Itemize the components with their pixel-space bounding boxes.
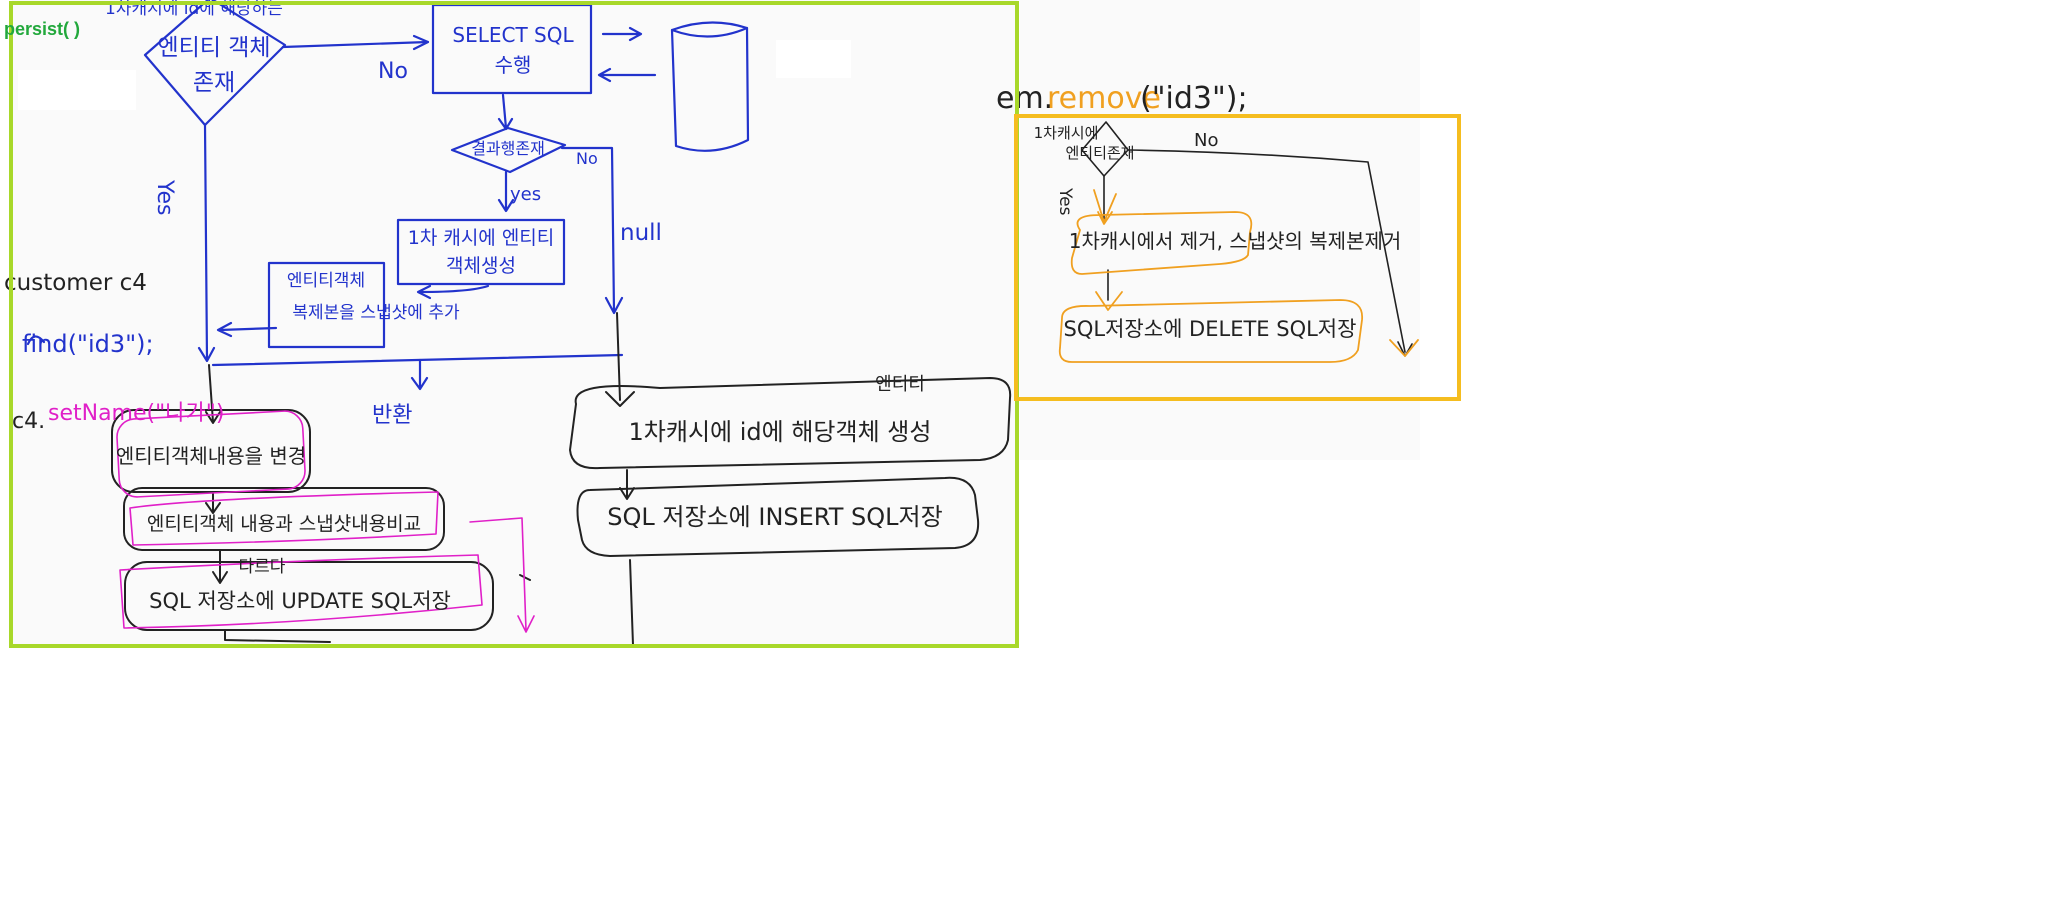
arrow-yes-down <box>197 123 216 363</box>
code-remove: remove <box>1047 81 1161 116</box>
label-diff: 다르다 <box>239 557 286 577</box>
label-entity: 엔티티 <box>875 374 925 395</box>
label-yes-result: yes <box>510 184 541 205</box>
find-scribble <box>26 335 46 346</box>
create-line-1: 1차 캐시에 엔티티 <box>408 227 555 249</box>
change-step-box <box>111 409 311 493</box>
arrow-create-to-snapshot <box>416 284 490 300</box>
label-no-main: No <box>378 59 408 84</box>
label-return: 반환 <box>372 403 412 428</box>
return-line <box>211 353 624 367</box>
right-panel-bg <box>1020 0 1420 460</box>
remove-frame <box>1014 114 1461 401</box>
arrow-no-to-select <box>281 40 430 49</box>
arrow-to-compare <box>205 491 221 514</box>
arrow-snapshot-to-find <box>216 321 278 338</box>
tick-mark <box>519 574 531 581</box>
insert-step-box <box>576 476 980 557</box>
arrow-to-insert <box>619 469 635 500</box>
compare-step-highlight <box>129 491 439 546</box>
page-title: persist( ) <box>4 19 80 39</box>
arrow-return <box>410 358 429 391</box>
select-line-2: 수행 <box>495 53 532 77</box>
update-step-highlight <box>119 554 483 629</box>
arrow-to-update <box>212 549 228 584</box>
cache-check-line-2: 존재 <box>193 70 235 96</box>
arrow-from-db <box>597 67 657 83</box>
code-setname: setName("나가") <box>48 401 224 426</box>
delete-step-label: SQL저장소에 DELETE SQL저장 <box>1064 317 1357 341</box>
insert-step-label: SQL 저장소에 INSERT SQL저장 <box>607 503 942 531</box>
result-check-label: 결과행존재 <box>471 139 545 158</box>
delete-step-box <box>1058 299 1363 363</box>
label-yes-main: Yes <box>152 179 177 216</box>
compare-step-box <box>123 487 445 551</box>
remove-check-line-1: 1차캐시에 <box>1034 124 1099 142</box>
label-no-result: No <box>576 149 598 168</box>
database-top <box>670 26 749 38</box>
code-setname-prefix: c4. <box>12 409 45 434</box>
arrow-to-delete-highlight <box>1095 291 1123 311</box>
blank-patch <box>18 70 136 110</box>
label-null: null <box>620 220 662 246</box>
remove-check-line-2: 엔티티존재 <box>1065 144 1134 162</box>
left-panel-bg <box>12 0 1017 645</box>
change-step-highlight <box>116 410 306 498</box>
arrow-yes-to-create <box>497 170 515 213</box>
arrow-no-remove-highlight <box>1389 339 1419 357</box>
create-entity-box <box>569 377 1012 470</box>
code-remove-prefix: em. <box>996 81 1053 116</box>
remove-label-yes: Yes <box>1055 187 1075 216</box>
arrow-same-branch <box>469 517 535 633</box>
create-line-2: 객체생성 <box>446 255 516 277</box>
snapshot-line-2: 복제본을 스냅샷에 추가 <box>292 303 460 323</box>
create-box <box>396 218 566 286</box>
update-step-box <box>124 561 494 631</box>
select-line-1: SELECT SQL <box>452 23 574 47</box>
arrow-no-to-null <box>560 146 624 315</box>
remove-step-box <box>1070 211 1253 275</box>
snapshot-box <box>267 261 386 349</box>
result-check-diamond <box>450 126 567 174</box>
remove-label-no: No <box>1194 130 1218 151</box>
arrow-yes-remove-highlight <box>1093 189 1117 225</box>
remove-step-label: 1차캐시에서 제거, 스냅샷의 복제본제거 <box>1069 229 1402 253</box>
blank-patch <box>776 40 851 78</box>
database-cylinder <box>670 21 750 152</box>
cache-check-line-1: 엔티티 객체 <box>157 35 270 61</box>
code-remove-args: ("id3"); <box>1140 81 1248 116</box>
code-find: find("id3"); <box>22 330 154 358</box>
update-tail <box>224 629 331 643</box>
insert-tail <box>629 559 634 646</box>
arrowhead <box>412 34 430 51</box>
create-entity-label: 1차캐시에 id에 해당객체 생성 <box>629 418 932 446</box>
compare-step-label: 엔티티객체 내용과 스냅샷내용비교 <box>147 513 421 535</box>
update-step-label: SQL 저장소에 UPDATE SQL저장 <box>149 589 451 613</box>
snapshot-line-1: 엔티티객체 <box>287 271 365 291</box>
arrow-to-db <box>601 26 643 42</box>
code-customer: customer c4 <box>4 270 147 296</box>
change-step-label: 엔티티객체내용을 변경 <box>116 444 306 468</box>
